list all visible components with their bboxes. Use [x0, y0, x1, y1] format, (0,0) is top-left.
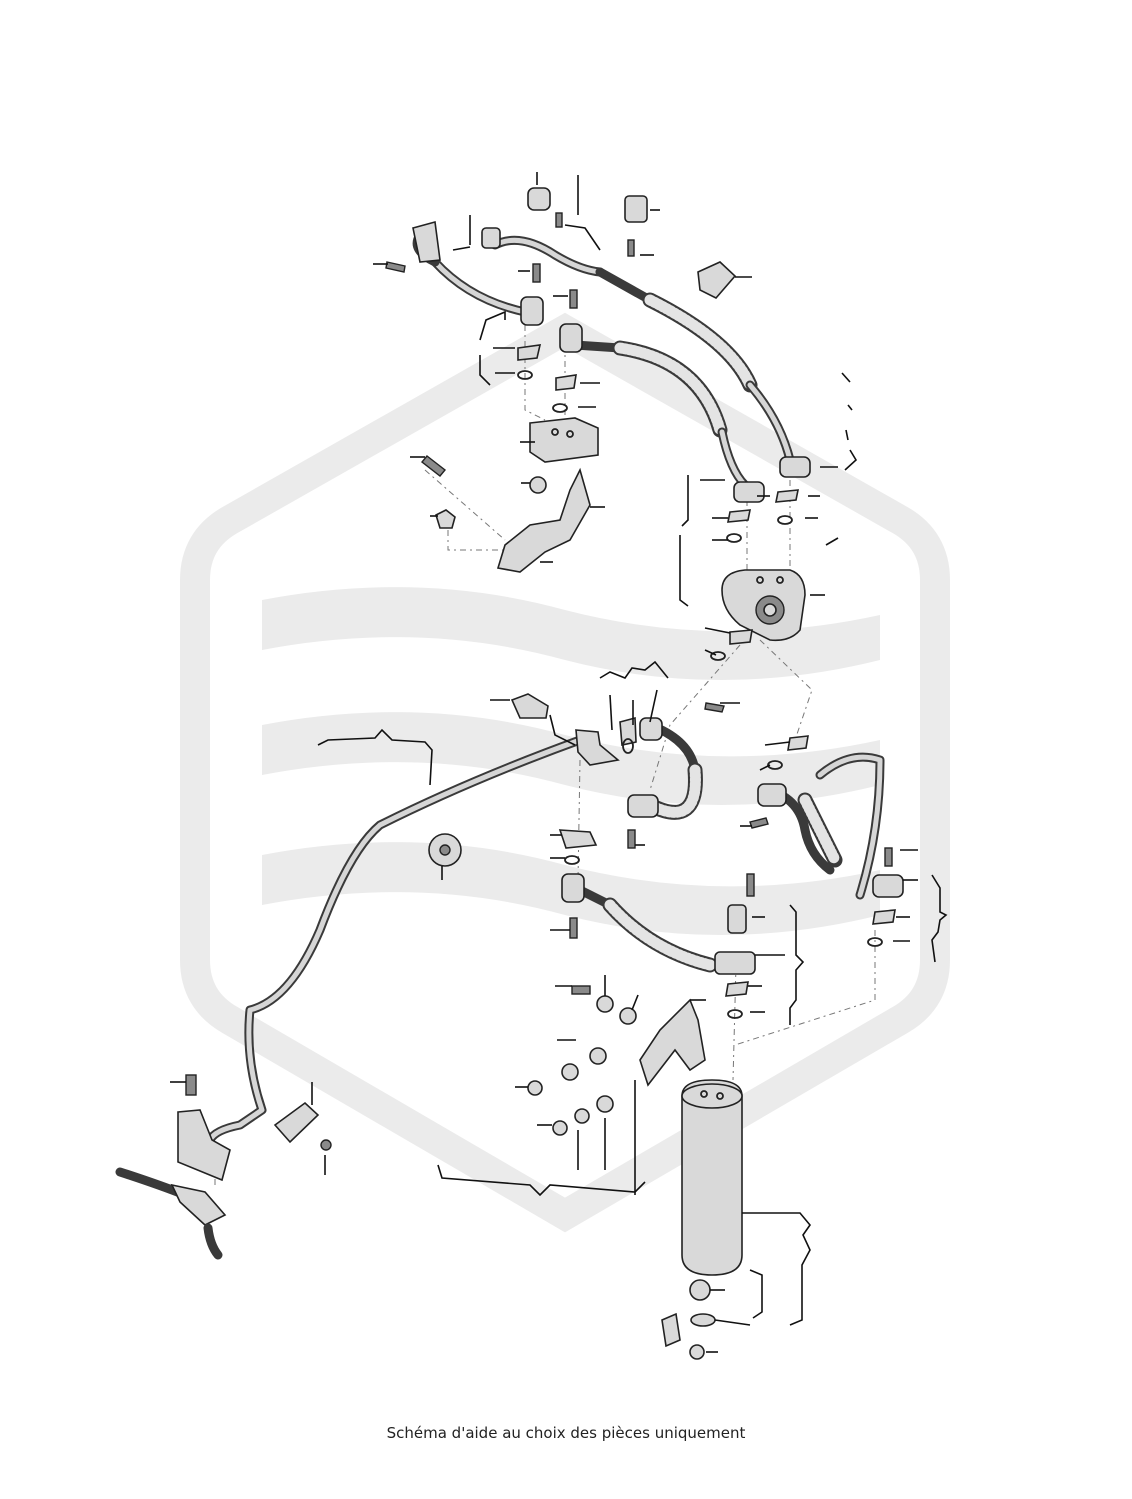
callout-brackets	[317, 310, 948, 1326]
middle-hose-assembly	[575, 720, 885, 973]
parts	[115, 187, 904, 1360]
liquid-line	[205, 735, 585, 1145]
diagram-caption: Schéma d'aide au choix des pièces unique…	[386, 1424, 746, 1442]
leader-lines	[170, 172, 918, 1353]
